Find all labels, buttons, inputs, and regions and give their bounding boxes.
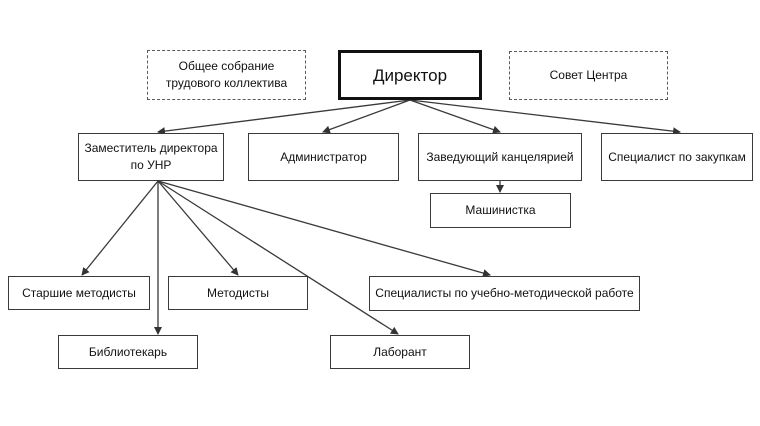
- methodists-label: Методисты: [206, 285, 269, 300]
- arrow-director-to-office-head: [409, 99, 501, 134]
- administrator-box: Администратор: [248, 133, 399, 181]
- deputy-director-label: Заместитель директора по УНР: [84, 141, 218, 172]
- deputy-director-box: Заместитель директора по УНР: [78, 133, 224, 181]
- general-meeting-box: Общее собрание трудового коллектива: [147, 50, 306, 100]
- procurement-specialist-box: Специалист по закупкам: [601, 133, 753, 181]
- methodists-box: Методисты: [168, 276, 308, 310]
- director-label: Директор: [372, 65, 448, 85]
- office-head-label: Заведующий канцелярией: [426, 149, 574, 164]
- general-meeting-label: Общее собрание трудового коллектива: [165, 59, 288, 90]
- center-council-label: Совет Центра: [549, 68, 628, 82]
- lab-assistant-label: Лаборант: [373, 344, 427, 359]
- arrow-director-to-procurement-specialist: [409, 99, 681, 136]
- procurement-specialist-label: Специалист по закупкам: [608, 149, 746, 164]
- teaching-specialists-box: Специалисты по учебно-методической работ…: [369, 276, 640, 311]
- office-head-box: Заведующий канцелярией: [418, 133, 582, 181]
- typist-label: Машинистка: [465, 203, 536, 217]
- lab-assistant-box: Лаборант: [330, 335, 470, 369]
- librarian-box: Библиотекарь: [58, 335, 198, 369]
- administrator-label: Администратор: [280, 149, 367, 164]
- typist-box: Машинистка: [430, 193, 571, 228]
- arrow-deputy-director-to-methodists: [157, 180, 239, 276]
- arrow-director-to-deputy-director: [157, 99, 411, 136]
- center-council-box: Совет Центра: [509, 51, 668, 100]
- librarian-label: Библиотекарь: [88, 344, 168, 359]
- teaching-specialists-label: Специалисты по учебно-методической работ…: [375, 286, 634, 300]
- arrow-deputy-director-to-senior-methodists: [81, 180, 159, 276]
- arrow-deputy-director-to-teaching-specialists: [157, 180, 491, 277]
- senior-methodists-label: Старшие методисты: [22, 285, 136, 300]
- connector-lines: [81, 99, 681, 335]
- arrow-deputy-director-to-lab-assistant: [157, 180, 399, 335]
- senior-methodists-box: Старшие методисты: [8, 276, 150, 310]
- director-box: Директор: [338, 50, 482, 100]
- arrow-director-to-administrator: [322, 99, 411, 134]
